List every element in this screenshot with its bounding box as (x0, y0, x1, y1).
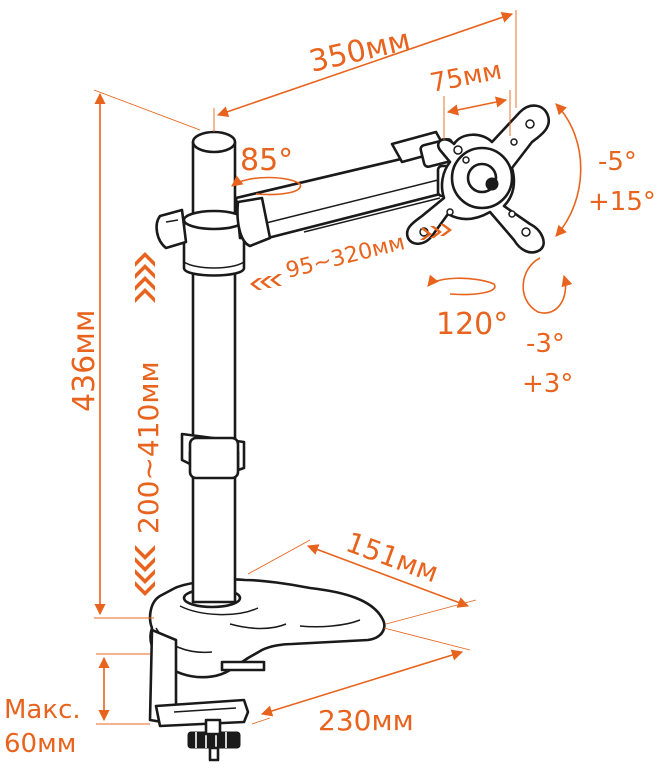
height-range-dimension: 200~410мм (132, 252, 165, 596)
tilt-minus-label: -5° (598, 147, 637, 177)
tilt-plus-label: +15° (588, 187, 656, 217)
clamp-opening-dimension: Макс. 60мм (4, 653, 150, 759)
base-width-dimension: 230мм (251, 627, 471, 737)
arm-range-chevrons (250, 224, 452, 290)
pole (180, 130, 246, 604)
arm-length-label: 350мм (306, 23, 414, 80)
arm-range-label: 95~320мм (283, 230, 407, 284)
height-range-label: 200~410мм (132, 361, 165, 534)
vesa-dimension: 75мм (428, 56, 511, 140)
rotate-plus-label: +3° (522, 369, 573, 399)
swivel-dimension: 120° (427, 274, 508, 342)
clamp-label-line2: 60мм (4, 729, 76, 759)
vesa-label: 75мм (428, 56, 505, 99)
base-width-label: 230мм (318, 704, 414, 737)
base-depth-label: 151мм (342, 526, 443, 590)
swivel-label: 120° (436, 307, 508, 342)
tilt-dimension: -5° +15° (555, 103, 656, 237)
pole-rotation-dimension: 85° (231, 143, 302, 196)
clamp-label-line1: Макс. (4, 695, 81, 725)
dimension-annotations: 350мм 75мм 85° -5° +15° (4, 10, 656, 759)
rotation-dimension: -3° +3° (522, 257, 573, 399)
total-height-label: 436мм (67, 309, 102, 412)
total-height-dimension: 436мм (67, 89, 201, 619)
height-collar (155, 208, 246, 277)
monitor-mount-illustration (148, 104, 551, 762)
rotate-minus-label: -3° (526, 329, 565, 359)
vesa-plate (405, 104, 551, 254)
pole-rotation-label: 85° (240, 143, 293, 178)
height-range-chevrons (135, 252, 155, 596)
